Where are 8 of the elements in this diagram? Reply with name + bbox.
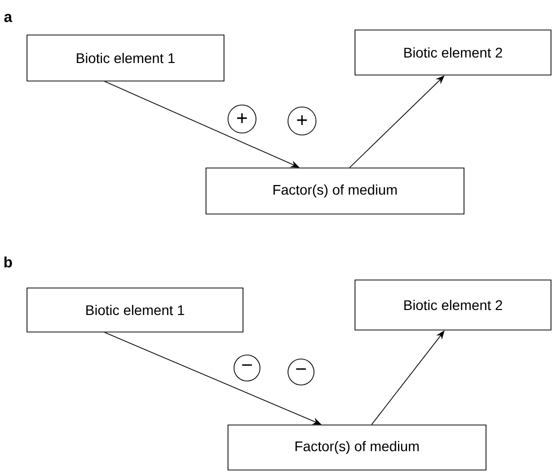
text-box: Biotic element 2 — [354, 280, 552, 330]
panel-letter: b — [4, 256, 12, 268]
text-box: Biotic element 1 — [26, 288, 244, 332]
text-box: Biotic element 2 — [354, 30, 552, 76]
text-box: Biotic element 1 — [26, 34, 224, 82]
panel-letter: a — [4, 14, 12, 22]
text-box: Factor(s) of medium — [206, 168, 464, 214]
text-box: Factor(s) of medium — [228, 424, 486, 470]
